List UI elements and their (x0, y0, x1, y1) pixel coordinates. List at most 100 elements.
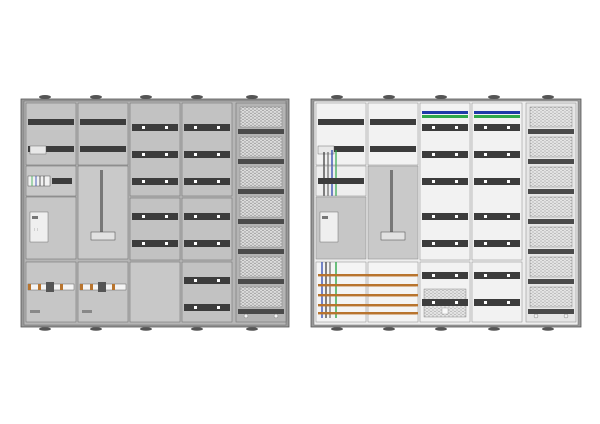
mesh-block (239, 226, 283, 248)
rail-mark (194, 153, 197, 156)
rail-mark (455, 242, 458, 245)
rail-mark (455, 180, 458, 183)
din-rail (184, 277, 230, 284)
left-col1-upper (25, 102, 77, 166)
mesh-block (529, 106, 573, 128)
left-bottom-fuse-panels (25, 261, 129, 323)
rail-mark (455, 301, 458, 304)
rail-mark (194, 180, 197, 183)
bottom-cable-entries (39, 327, 258, 331)
din-rail (132, 240, 178, 247)
mounting-hole (243, 313, 249, 319)
din-rail (422, 272, 468, 279)
meter (29, 211, 49, 243)
mesh-rail (528, 279, 574, 284)
copper-busbar (318, 284, 416, 287)
mesh-block (239, 286, 283, 308)
rail-mark (432, 301, 435, 304)
right-col1 (315, 102, 367, 323)
rail-mark (194, 215, 197, 218)
ventilation-meshes (238, 106, 284, 319)
din-rail (474, 178, 520, 185)
din-rail (474, 124, 520, 131)
din-rail (422, 178, 468, 185)
rail-mark (432, 242, 435, 245)
rail-mark (507, 301, 510, 304)
rail-mark (217, 215, 220, 218)
right-col2 (367, 102, 419, 323)
copper-busbar (318, 312, 416, 315)
rail-mark (432, 126, 435, 129)
main-switch (90, 231, 116, 241)
rail-mark (142, 242, 145, 245)
left-meter-panel: ⋮⋮ (25, 196, 77, 260)
rail-mark (217, 153, 220, 156)
rail-mark (217, 242, 220, 245)
left-cabinet: ⋮⋮ (20, 95, 290, 331)
mesh-block (529, 196, 573, 218)
din-rail (474, 299, 520, 306)
mesh-rail (238, 249, 284, 254)
rail-mark (194, 242, 197, 245)
rail-mark (194, 306, 197, 309)
rail-mark (432, 274, 435, 277)
rail-mark (484, 180, 487, 183)
rail-mark (142, 180, 145, 183)
top-cable-entries (331, 95, 554, 99)
rail-mark (432, 153, 435, 156)
din-rail (474, 272, 520, 279)
rail-mark (484, 301, 487, 304)
rail-mark (507, 242, 510, 245)
din-rail (422, 299, 468, 306)
rail-mark (217, 306, 220, 309)
mesh-block (529, 226, 573, 248)
mounting-hole (533, 313, 539, 319)
copper-busbar (368, 294, 418, 297)
din-rail (184, 151, 230, 158)
din-rail (184, 124, 230, 131)
rail-mark (165, 153, 168, 156)
mesh-block (239, 136, 283, 158)
din-rail (132, 151, 178, 158)
copper-busbar (318, 294, 416, 297)
mesh-rail (238, 189, 284, 194)
bottom-cable-entries (331, 327, 554, 331)
rail-mark (455, 274, 458, 277)
rail-mark (217, 180, 220, 183)
mesh-rail (238, 159, 284, 164)
mesh-rail (528, 249, 574, 254)
rail-mark (194, 279, 197, 282)
rail-mark (194, 126, 197, 129)
din-rail (422, 240, 468, 247)
rail-mark (507, 153, 510, 156)
rail-mark (455, 126, 458, 129)
rail-mark (455, 153, 458, 156)
rail-mark (142, 215, 145, 218)
mesh-block (239, 256, 283, 278)
copper-busbar (318, 304, 416, 307)
mesh-rail (528, 219, 574, 224)
copper-busbar (368, 284, 418, 287)
mesh-rail (528, 309, 574, 314)
mesh-rail (238, 129, 284, 134)
din-rail (474, 213, 520, 220)
mesh-block (529, 136, 573, 158)
copper-busbar (368, 312, 418, 315)
rail-mark (484, 242, 487, 245)
din-rail (422, 124, 468, 131)
din-rail (132, 124, 178, 131)
ventilation-meshes (528, 106, 574, 319)
din-rail (184, 178, 230, 185)
rail-mark (507, 126, 510, 129)
din-rail (184, 304, 230, 311)
mesh-rail (528, 189, 574, 194)
copper-busbar (368, 274, 418, 277)
rail-mark (165, 180, 168, 183)
rail-mark (507, 274, 510, 277)
rail-mark (165, 215, 168, 218)
rail-mark (507, 180, 510, 183)
din-rail (184, 213, 230, 220)
mesh-rail (238, 279, 284, 284)
